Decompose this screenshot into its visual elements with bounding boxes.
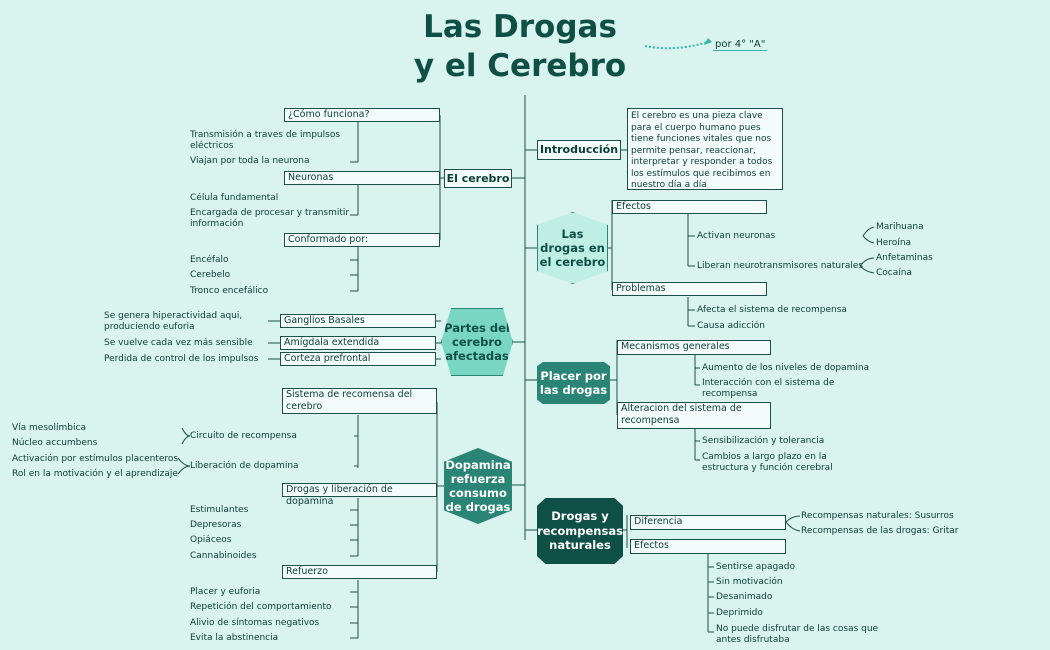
box-corteza[interactable]: Corteza prefrontal — [280, 352, 436, 366]
box-conformado[interactable]: Conformado por: — [284, 233, 440, 247]
item-rec-naturales: Recompensas naturales: Susurros — [801, 511, 954, 521]
item-cannabinoides: Cannabinoides — [190, 551, 257, 561]
item-nucleo: Núcleo accumbens — [12, 438, 98, 448]
item-activacion: Activación por estímulos placenteros — [12, 454, 179, 464]
node-el-cerebro-label: El cerebro — [446, 172, 510, 185]
item-placer-euforia: Placer y euforia — [190, 587, 261, 597]
item-anfetaminas: Anfetaminas — [876, 253, 933, 263]
box-como-funciona[interactable]: ¿Cómo funciona? — [284, 108, 440, 122]
box-ganglios[interactable]: Ganglios Basales — [280, 314, 436, 328]
item-liberan: Liberan neurotransmisores naturales — [697, 261, 864, 271]
box-drogas-liberacion[interactable]: Drogas y liberación de dopamina — [282, 483, 437, 507]
item-afecta: Afecta el sistema de recompensa — [697, 305, 847, 315]
box-efectos-cerebro[interactable]: Efectos — [612, 200, 767, 214]
item-celula: Célula fundamental — [190, 193, 279, 203]
item-estimulantes: Estimulantes — [190, 505, 249, 515]
item-apagado: Sentirse apagado — [716, 562, 795, 572]
item-interaccion: Interacción con el sistema de recompensa — [702, 378, 835, 399]
item-cambios: Cambios a largo plazo en la estructura y… — [702, 452, 833, 473]
box-problemas[interactable]: Problemas — [612, 282, 767, 296]
item-encefalo: Encéfalo — [190, 255, 229, 265]
box-neuronas[interactable]: Neuronas — [284, 171, 440, 185]
node-introduccion[interactable]: Introducción — [537, 140, 621, 160]
item-rec-drogas: Recompensas de las drogas: Gritar — [801, 526, 959, 536]
item-hiperactividad: Se genera hiperactividad aqui, producien… — [104, 311, 243, 332]
item-activan: Activan neuronas — [697, 231, 776, 241]
box-refuerzo[interactable]: Refuerzo — [282, 565, 437, 579]
item-no-disfrutar: No puede disfrutar de las cosas que ante… — [716, 624, 879, 645]
item-via: Vía mesolímbica — [12, 423, 86, 433]
item-sensibilizacion: Sensibilización y tolerancia — [702, 436, 825, 446]
item-viajan: Viajan por toda la neurona — [190, 156, 310, 166]
node-introduccion-label: Introducción — [539, 143, 619, 156]
box-diferencia[interactable]: Diferencia — [630, 515, 786, 530]
box-efectos-recompensas[interactable]: Efectos — [630, 539, 786, 554]
item-repeticion: Repetición del comportamiento — [190, 602, 332, 612]
item-opiaceos: Opiáceos — [190, 535, 232, 545]
intro-text: El cerebro es una pieza clave para el cu… — [627, 108, 783, 190]
item-tronco: Tronco encefálico — [190, 286, 269, 296]
item-marihuana: Marihuana — [876, 222, 924, 232]
item-sensible: Se vuelve cada vez más sensible — [104, 338, 253, 348]
item-alivio: Alivio de síntomas negativos — [190, 618, 320, 628]
author-label: por 4° "A" — [713, 39, 768, 51]
item-adiccion: Causa adicción — [697, 321, 765, 331]
item-rol: Rol en la motivación y el aprendizaje — [12, 469, 178, 479]
item-liberacion: Liberación de dopamina — [190, 461, 299, 471]
item-perdida: Perdida de control de los impulsos — [104, 354, 259, 364]
item-cocaina: Cocaína — [876, 268, 912, 278]
item-encargada: Encargada de procesar y transmitir infor… — [190, 208, 350, 229]
item-cerebelo: Cerebelo — [190, 270, 231, 280]
node-el-cerebro[interactable]: El cerebro — [444, 169, 512, 188]
box-alteracion[interactable]: Alteracion del sistema de recompensa — [617, 402, 771, 429]
item-heroina: Heroína — [876, 238, 912, 248]
item-sin-motivacion: Sin motivación — [716, 577, 783, 587]
box-mecanismos[interactable]: Mecanismos generales — [617, 340, 771, 355]
item-circuito: Circuito de recompensa — [190, 431, 297, 441]
item-transmision: Transmisión a traves de impulsos eléctri… — [190, 130, 341, 151]
box-sistema-recompensa[interactable]: Sistema de recomensa del cerebro — [282, 388, 437, 414]
item-desanimado: Desanimado — [716, 592, 773, 602]
item-depresoras: Depresoras — [190, 520, 242, 530]
page-title: Las Drogas y el Cerebro — [413, 9, 627, 84]
box-amigdala[interactable]: Amígdala extendida — [280, 336, 436, 350]
item-deprimido: Deprimido — [716, 608, 763, 618]
item-abstinencia: Evita la abstinencia — [190, 633, 279, 643]
item-aumento: Aumento de los niveles de dopamina — [702, 363, 870, 373]
